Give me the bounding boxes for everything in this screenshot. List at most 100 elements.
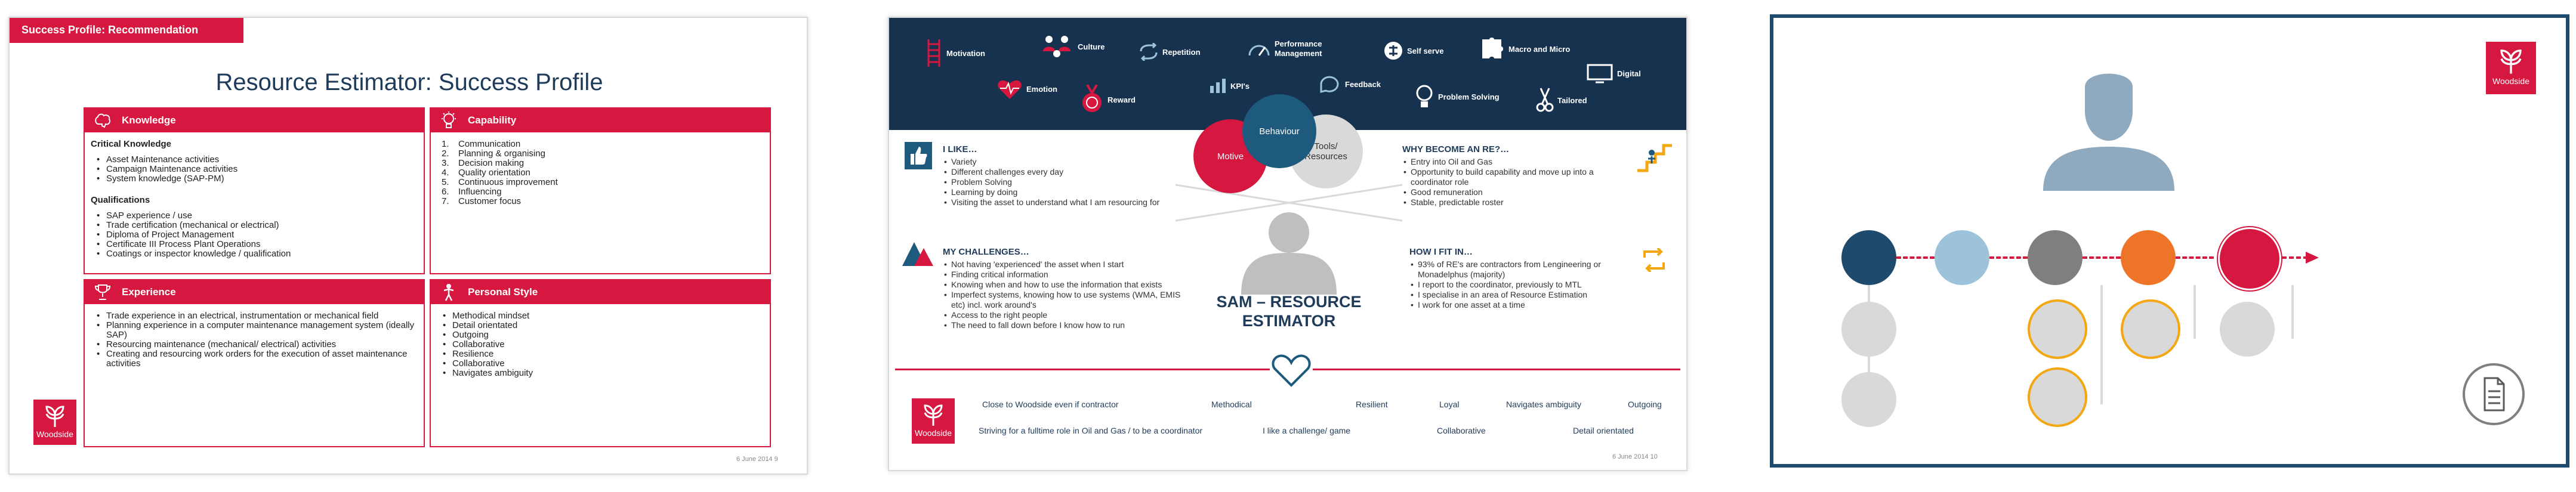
kpi-icon (1210, 79, 1226, 93)
trait-label: Methodical (1211, 400, 1252, 409)
success-profile-slide[interactable]: Success Profile: Recommendation Resource… (8, 17, 808, 475)
list-item: Collaborative (437, 359, 764, 369)
arrow-head-icon (2306, 252, 2319, 264)
theme-macro-micro: Macro and Micro (1480, 37, 1570, 61)
journey-substep-node[interactable] (1841, 372, 1896, 427)
capability-panel: Capability 1.Communication 2.Planning & … (430, 107, 771, 274)
list-item: Coatings or inspector knowledge / qualif… (91, 249, 418, 259)
list-item: Navigates ambiguity (437, 369, 764, 379)
list-item: I report to the coordinator, previously … (1409, 280, 1642, 290)
list-item: System knowledge (SAP-PM) (91, 174, 418, 184)
journey-substep-node[interactable] (2220, 302, 2275, 357)
list-item: Collaborative (437, 340, 764, 350)
list-item: Visiting the asset to understand what I … (943, 197, 1181, 208)
brain-icon (95, 113, 111, 128)
theme-digital: Digital (1586, 63, 1641, 83)
list-item: Learning by doing (943, 187, 1181, 197)
list-item: Campaign Maintenance activities (91, 165, 418, 175)
list-item: Resourcing maintenance (mechanical/ elec… (91, 340, 418, 350)
journey-substep-node[interactable] (1841, 302, 1896, 357)
list-item: Asset Maintenance activities (91, 155, 418, 165)
journey-node[interactable] (2220, 229, 2279, 289)
capability-heading: Capability (468, 115, 517, 126)
ladder-icon (927, 39, 940, 67)
list-item: Knowing when and how to use the informat… (943, 280, 1193, 290)
capability-header: Capability (431, 109, 770, 132)
trait-label: I like a challenge/ game (1263, 426, 1351, 435)
stem-line (2100, 285, 2103, 404)
woodside-flower-icon (2500, 49, 2522, 74)
list-item: Imperfect systems, knowing how to use sy… (943, 290, 1193, 310)
document-icon[interactable] (2461, 361, 2526, 427)
knowledge-panel: Knowledge Critical Knowledge Asset Maint… (84, 107, 425, 274)
theme-repetition: Repetition (1139, 43, 1201, 61)
list-item: Trade experience in an electrical, instr… (91, 311, 418, 321)
puzzle-icon (1482, 38, 1503, 58)
monitor-icon (1587, 64, 1613, 83)
list-item: Access to the right people (943, 310, 1193, 320)
heart-icon (1270, 354, 1313, 387)
journey-substep-node[interactable] (2121, 299, 2180, 359)
theme-kpis: KPI's (1209, 78, 1250, 94)
theme-feedback: Feedback (1319, 75, 1381, 93)
theme-reward: Reward (1080, 85, 1136, 115)
woodside-logo: Woodside (33, 400, 76, 445)
list-item: Not having 'experienced' the asset when … (943, 259, 1193, 270)
list-item: 1.Communication (442, 139, 521, 149)
list-item: 7.Customer focus (442, 196, 522, 206)
list-item: Stable, predictable roster (1402, 197, 1635, 208)
repeat-icon (1140, 43, 1158, 61)
connector-line (1896, 256, 1935, 259)
list-item: 93% of RE's are contractors from Lengine… (1409, 259, 1642, 280)
persona-silhouette (1176, 184, 1402, 295)
connector-line (1989, 256, 2028, 259)
list-item: Planning experience in a computer mainte… (91, 321, 418, 340)
journey-substep-node[interactable] (2028, 299, 2087, 359)
why-re-section: WHY BECOME AN RE?… Entry into Oil and Ga… (1402, 144, 1635, 208)
list-item: 4.Quality orientation (442, 168, 530, 178)
journey-node[interactable] (1935, 230, 1989, 285)
woodside-logo: Woodside (912, 398, 955, 444)
trait-label: Navigates ambiguity (1506, 400, 1582, 409)
thumbs-up-icon (905, 142, 932, 169)
list-item: Trade certification (mechanical or elect… (91, 221, 418, 231)
trait-label: Close to Woodside even if contractor (982, 400, 1119, 409)
theme-motivation: Motivation (925, 38, 985, 68)
list-item: Outgoing (437, 330, 764, 341)
list-item: Good remuneration (1402, 187, 1635, 197)
list-item: 6.Influencing (442, 187, 502, 197)
qualifications-title: Qualifications (91, 195, 150, 205)
journey-node[interactable] (2121, 230, 2176, 285)
woodside-flower-icon (924, 404, 943, 426)
list-item: Creating and resourcing work orders for … (91, 349, 418, 369)
personal-style-panel: Personal Style Methodical mindset Detail… (430, 279, 771, 447)
critical-knowledge-title: Critical Knowledge (91, 139, 172, 149)
trait-label: Resilient (1356, 400, 1388, 409)
heart-icon (998, 80, 1022, 99)
knowledge-header: Knowledge (85, 109, 424, 132)
list-item: I work for one asset at a time (1409, 300, 1642, 310)
people-icon (1043, 36, 1070, 57)
list-item: 3.Decision making (442, 158, 525, 168)
connector-line (2083, 256, 2121, 259)
journey-node[interactable] (2028, 230, 2083, 285)
theme-emotion: Emotion (997, 78, 1057, 100)
slide-footer: 6 June 2014 9 (736, 456, 778, 463)
woodside-flower-icon (45, 406, 64, 428)
person-icon (443, 284, 454, 301)
journey-substep-node[interactable] (2028, 367, 2087, 427)
personal-style-header: Personal Style (431, 280, 770, 304)
theme-tailored: Tailored (1536, 87, 1587, 113)
medal-icon (1082, 85, 1102, 112)
list-item: I specialise in an area of Resource Esti… (1409, 290, 1642, 300)
journey-node[interactable] (1841, 230, 1896, 285)
journey-slide[interactable]: Woodside (1770, 14, 2569, 468)
persona-slide[interactable]: Motivation Culture Repetition Performanc… (888, 17, 1687, 471)
list-item: Finding critical information (943, 270, 1193, 280)
lightbulb-icon (442, 112, 456, 128)
personal-style-heading: Personal Style (468, 286, 538, 298)
list-item: SAP experience / use (91, 211, 418, 221)
theme-problem-solving: Problem Solving (1414, 83, 1500, 110)
